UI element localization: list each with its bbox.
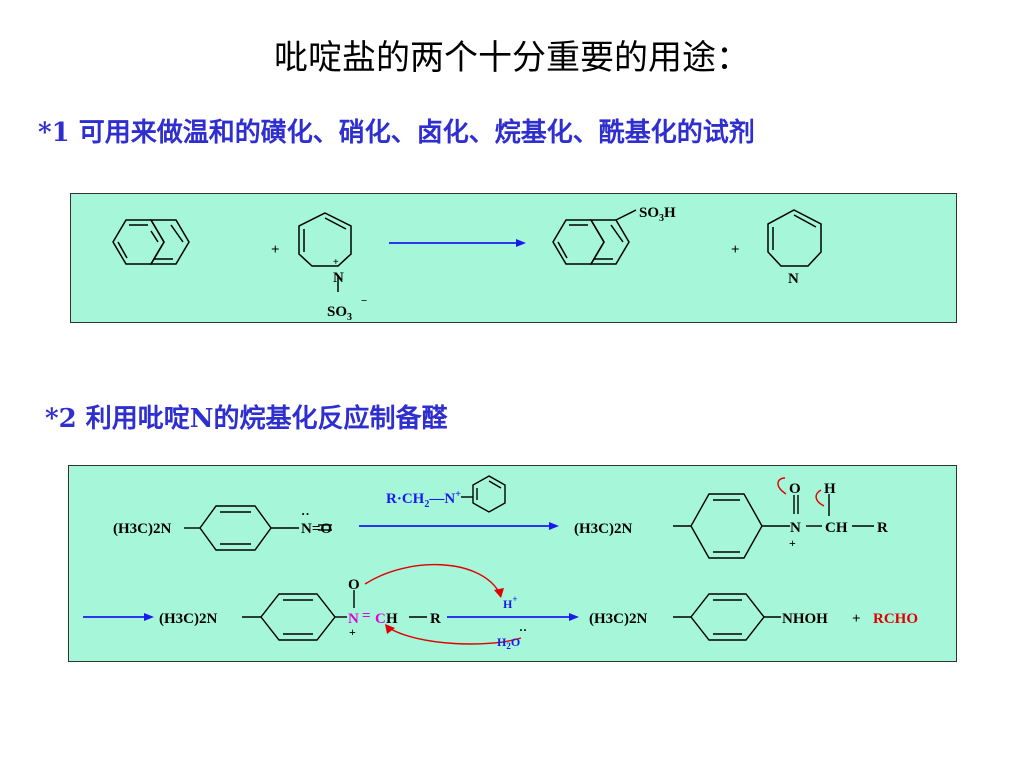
mid-charge: + bbox=[789, 536, 796, 550]
product-rcho: RCHO bbox=[873, 611, 918, 627]
mid-o: O bbox=[789, 481, 801, 497]
aldehyde-synthesis-scheme: (H3C)2N N=O ·· R·CH2—N+ (H3C)2N O H N + … bbox=[83, 475, 918, 651]
hplus-label: H+ bbox=[503, 594, 517, 611]
so3h-group: SO3H bbox=[639, 205, 676, 224]
plus-sign-1: + bbox=[271, 242, 280, 258]
water-label: H2O bbox=[497, 635, 520, 651]
sulfonation-scheme: + + N SO3 − SO3H + N bbox=[112, 205, 822, 323]
start-amine: (H3C)2N bbox=[113, 521, 171, 537]
mid-n: N bbox=[790, 520, 801, 536]
mid-amine: (H3C)2N bbox=[574, 521, 632, 537]
row2-h: H bbox=[386, 611, 398, 627]
row2-charge: + bbox=[349, 625, 356, 639]
row2-n: N bbox=[348, 611, 359, 627]
pyridine-n: N bbox=[788, 271, 799, 287]
so3-group: SO3 bbox=[327, 304, 352, 322]
product-nhoh: NHOH bbox=[782, 611, 828, 627]
reaction-box-2: (H3C)2N N=O ·· R·CH2—N+ (H3C)2N O H N + … bbox=[68, 465, 957, 662]
row2-c: C bbox=[375, 611, 386, 627]
product-amine: (H3C)2N bbox=[589, 611, 647, 627]
row2-r: R bbox=[430, 611, 441, 627]
mid-ch: CH bbox=[825, 520, 848, 536]
point-1-heading: *1 可用来做温和的磺化、硝化、卤化、烷基化、酰基化的试剂 bbox=[38, 118, 755, 148]
water-lone-pair: ·· bbox=[519, 623, 527, 637]
mid-h: H bbox=[824, 481, 836, 497]
plus-sign-2: + bbox=[731, 242, 740, 258]
reaction-box-1: + + N SO3 − SO3H + N bbox=[70, 193, 957, 323]
so3-charge: − bbox=[361, 295, 367, 307]
page-title: 吡啶盐的两个十分重要的用途： bbox=[274, 38, 750, 78]
row2-o: O bbox=[348, 577, 360, 593]
reagent-label: R·CH2—N+ bbox=[386, 489, 461, 510]
row2-double-bond: = bbox=[362, 608, 371, 624]
pyridinium-charge: + bbox=[333, 257, 339, 268]
row2-amine: (H3C)2N bbox=[159, 611, 217, 627]
start-nitroso: N=O bbox=[301, 521, 332, 537]
lone-pair: ·· bbox=[301, 506, 310, 521]
mid-r: R bbox=[877, 520, 888, 536]
product-plus: + bbox=[852, 611, 861, 627]
point-2-heading: *2 利用吡啶N的烷基化反应制备醛 bbox=[45, 404, 448, 434]
pyridinium-n: N bbox=[333, 270, 344, 286]
